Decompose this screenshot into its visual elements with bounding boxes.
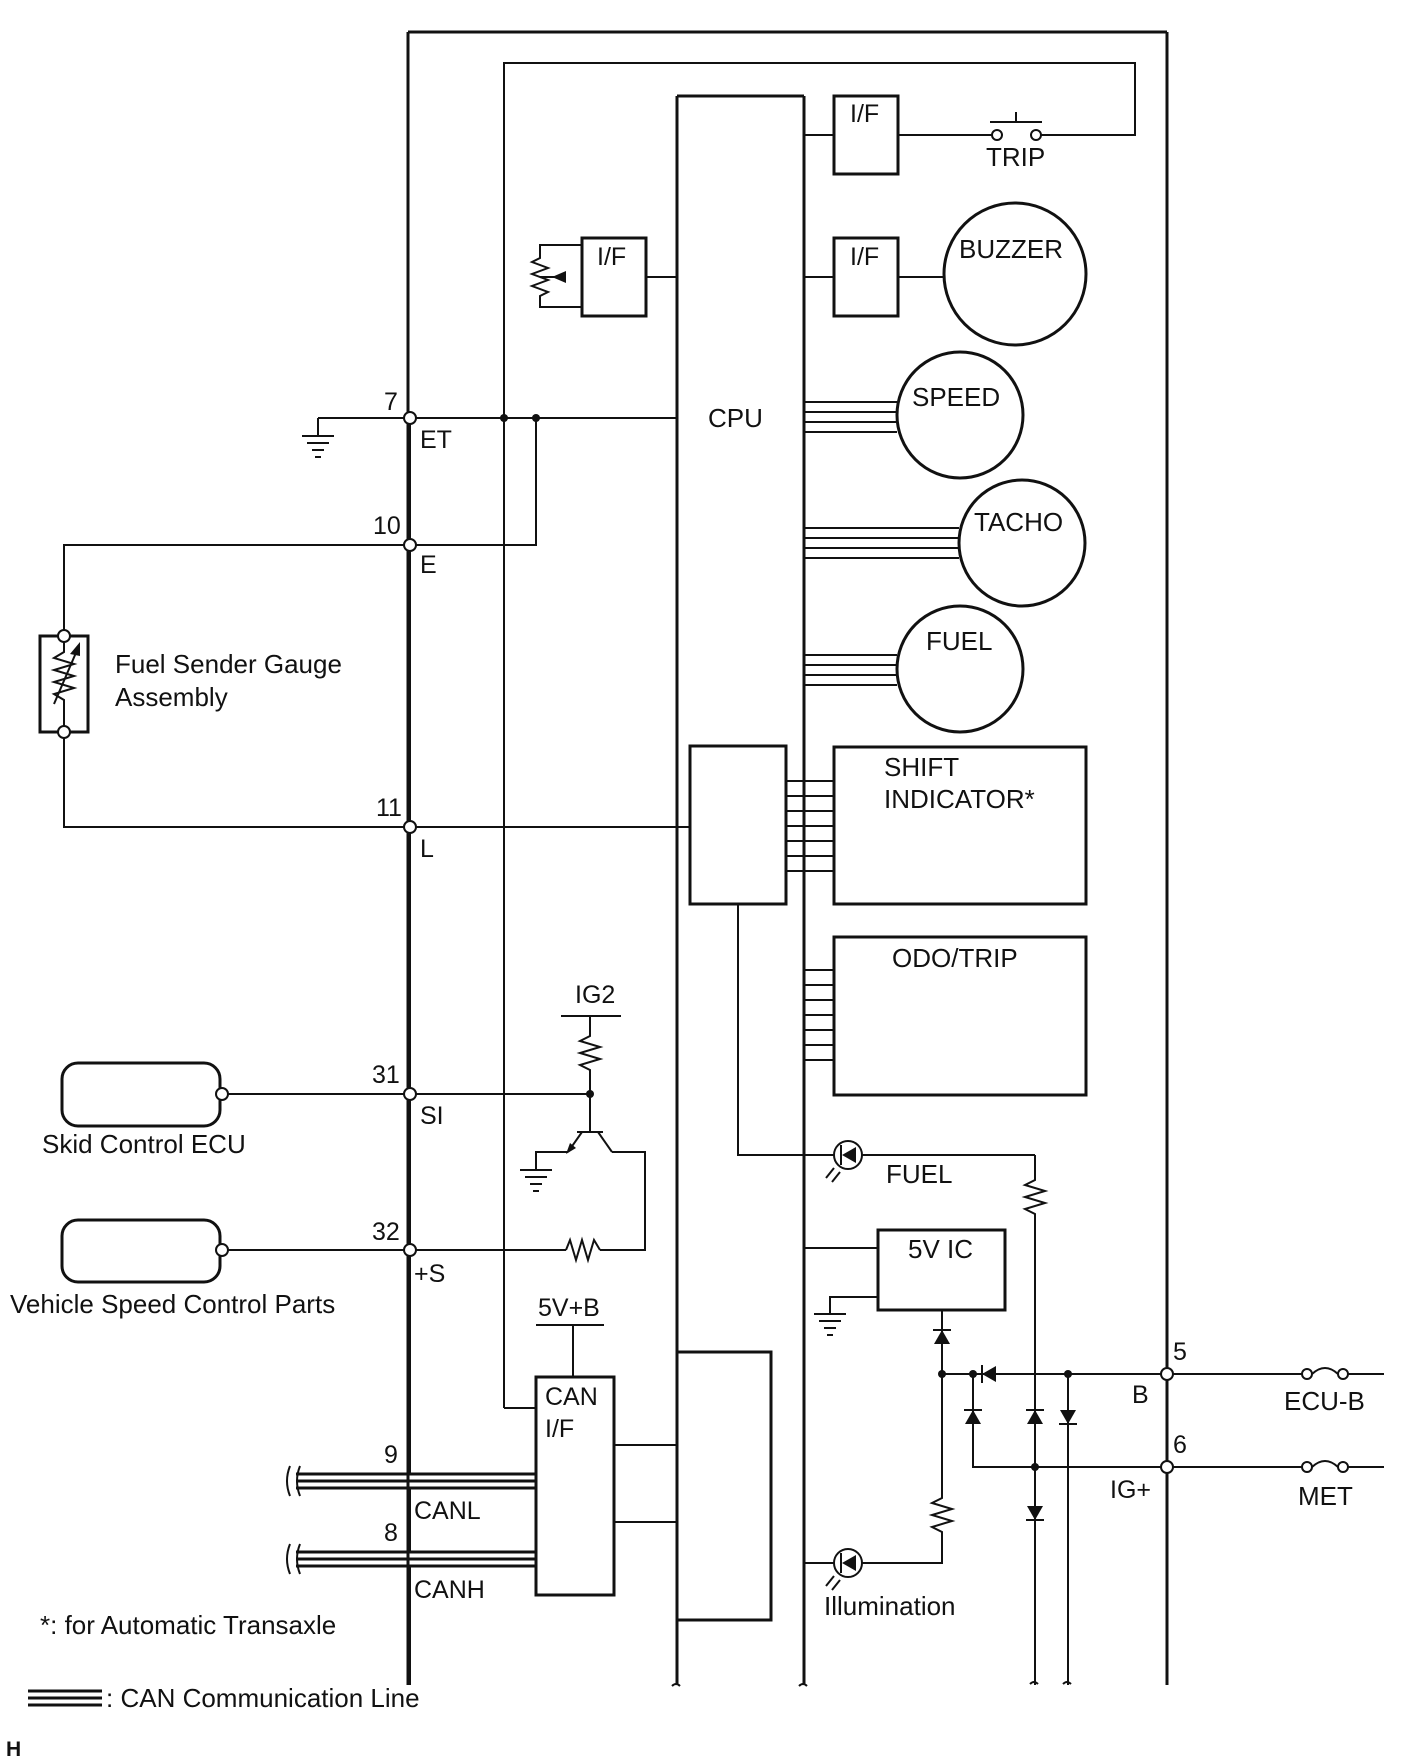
pin-11: 11 (376, 794, 402, 822)
pin-canl: CANL (414, 1497, 481, 1525)
vehicle-speed-control-parts: Vehicle Speed Control Parts (10, 1218, 404, 1319)
terminal-10-e (403, 538, 417, 552)
can-if-label-2: I/F (545, 1415, 574, 1443)
dimmer-if-circuit: I/F (529, 236, 677, 318)
terminal-e-circuit: 10 E (63, 418, 537, 633)
buzzer-label: BUZZER (959, 234, 1063, 264)
corner-mark: H (6, 1738, 21, 1761)
trip-switch-circuit: I/F TRIP (503, 62, 1136, 1408)
ig2-label: IG2 (575, 981, 615, 1009)
cpu-label: CPU (708, 403, 763, 433)
fuel-sender-label-2: Assembly (115, 682, 228, 712)
pin-e: E (420, 551, 437, 579)
odo-trip-display: ODO/TRIP (804, 935, 1088, 1097)
pin-10: 10 (373, 512, 401, 540)
skid-label: Skid Control ECU (42, 1129, 246, 1159)
canl-line: 9 CANL (286, 1256, 536, 1552)
pin-et: ET (420, 426, 452, 454)
pin-canh: CANH (414, 1576, 485, 1604)
terminal-s-circuit: 32 +S (372, 1218, 601, 1288)
shift-driver-box (688, 744, 788, 906)
can-line-legend: : CAN Communication Line (28, 1683, 420, 1713)
pin-32: 32 (372, 1218, 400, 1246)
fuel-sender-gauge: Fuel Sender Gauge Assembly (38, 629, 342, 739)
terminal-11-l (403, 820, 417, 834)
pin-b: B (1132, 1381, 1149, 1409)
odo-label: ODO/TRIP (892, 943, 1018, 973)
pin-31: 31 (372, 1061, 400, 1089)
shift-indicator: SHIFT INDICATOR* (688, 744, 1088, 906)
illumination-label: Illumination (824, 1591, 956, 1621)
canh-line: 8 CANH (286, 1519, 536, 1685)
terminal-7-et (403, 411, 417, 425)
terminal-b: 5 B ECU-B (1132, 1338, 1384, 1416)
shift-label-2: INDICATOR* (884, 784, 1035, 814)
terminal-si-circuit: IG2 31 SI (372, 981, 646, 1251)
can-interface: 5V+B CAN I/F (504, 1294, 773, 1622)
met-label: MET (1298, 1481, 1353, 1511)
pin-5: 5 (1173, 1338, 1187, 1366)
fuel-gauge: FUEL (804, 604, 1025, 734)
power-b-ig-network (942, 1365, 1162, 1685)
if-label-dimmer: I/F (597, 243, 626, 271)
buzzer (942, 201, 1088, 347)
pin-ig-plus: IG+ (1110, 1476, 1151, 1504)
pin-8: 8 (384, 1519, 398, 1547)
tacho-gauge: TACHO (804, 478, 1087, 608)
fuel-warning-led: FUEL (737, 904, 1049, 1685)
pin-7: 7 (384, 388, 398, 416)
can-cpu-block (675, 1350, 773, 1622)
speed-gauge: SPEED (804, 350, 1025, 480)
illumination-led: Illumination (804, 1374, 956, 1621)
terminal-6-ig (1160, 1460, 1174, 1474)
can-if-box (534, 1375, 616, 1597)
pin-si: SI (420, 1102, 444, 1130)
can-if-label-1: CAN (545, 1383, 598, 1411)
vehicle-speed-label: Vehicle Speed Control Parts (10, 1289, 335, 1319)
terminal-5-b (1160, 1367, 1174, 1381)
buzzer-circuit: I/F BUZZER (804, 201, 1088, 347)
trip-label: TRIP (986, 142, 1045, 172)
shift-label-1: SHIFT (884, 752, 959, 782)
pin-l: L (420, 835, 434, 863)
pin-9: 9 (384, 1441, 398, 1469)
ecu-b-label: ECU-B (1284, 1386, 1365, 1416)
terminal-ig: 6 IG+ MET (1110, 1431, 1384, 1511)
meter-outline (406, 30, 1169, 1685)
skid-control-ecu: Skid Control ECU (42, 1061, 404, 1159)
fuel-gauge-label: FUEL (926, 626, 992, 656)
if-label-trip: I/F (850, 100, 879, 128)
if-label-buzzer: I/F (850, 243, 879, 271)
power-5v-ic: 5V IC (804, 1228, 1007, 1378)
fuel-sender-label-1: Fuel Sender Gauge (115, 649, 342, 679)
terminal-31-si (403, 1087, 417, 1101)
pin-6: 6 (1173, 1431, 1187, 1459)
fuel-led-label: FUEL (886, 1159, 952, 1189)
terminal-l-circuit: 11 L (63, 738, 690, 863)
automatic-transaxle-note: *: for Automatic Transaxle (40, 1610, 336, 1640)
v5b-label: 5V+B (538, 1294, 600, 1322)
pin-plus-s: +S (414, 1260, 445, 1288)
terminal-et-circuit: 7 ET (302, 388, 677, 458)
can-legend-label: : CAN Communication Line (106, 1683, 420, 1713)
5v-ic-label: 5V IC (908, 1234, 973, 1264)
terminal-32-s (403, 1243, 417, 1257)
speed-label: SPEED (912, 382, 1000, 412)
tacho-label: TACHO (974, 507, 1063, 537)
